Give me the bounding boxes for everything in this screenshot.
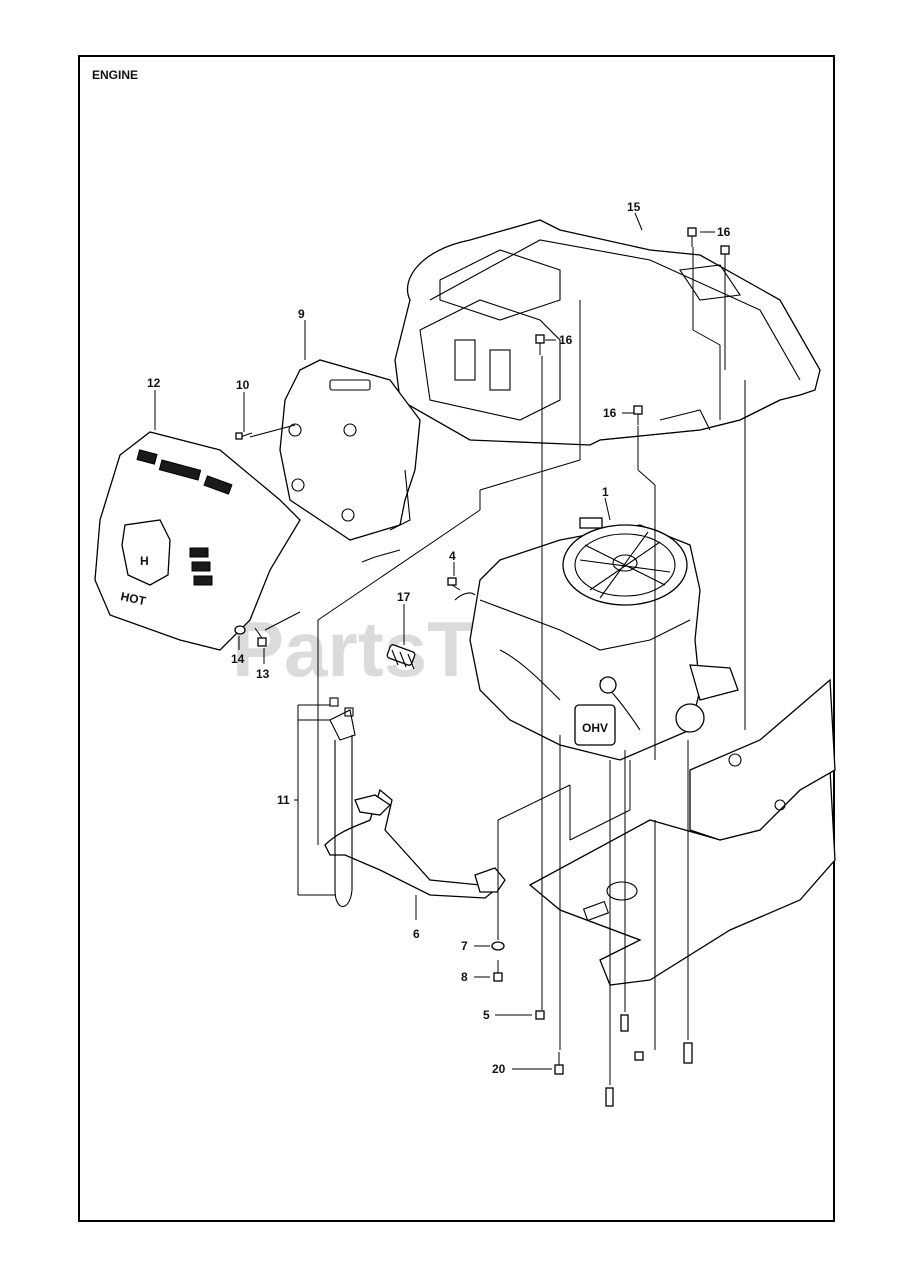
part-15-frame[interactable]: [394, 219, 821, 446]
callout-16: 16: [603, 406, 617, 420]
callout-11: 11: [277, 793, 290, 807]
hardware: [234, 227, 730, 1107]
callout-20: 20: [492, 1062, 506, 1076]
hood-text: HOT: [119, 589, 147, 608]
part-11-bracket[interactable]: [329, 697, 356, 908]
callout-5: 5: [483, 1008, 490, 1022]
part-8-bolt[interactable]: [493, 960, 503, 982]
callout-12: 12: [147, 376, 161, 390]
part-20-bolt[interactable]: [554, 1052, 564, 1075]
callouts: 15 16 16 16 1 9 12 10 4 17 14 13 11 6 7 …: [147, 200, 731, 1076]
hood-brand-mark: H: [140, 554, 149, 568]
callout-7: 7: [461, 939, 468, 953]
page-title: ENGINE: [92, 68, 139, 82]
callout-4: 4: [449, 549, 456, 563]
callout-14: 14: [231, 652, 245, 666]
callout-6: 6: [413, 927, 420, 941]
part-16-bolt-c[interactable]: [687, 227, 697, 247]
engine-badge: OHV: [582, 721, 608, 735]
callout-16: 16: [559, 333, 573, 347]
callout-13: 13: [256, 667, 270, 681]
callout-15: 15: [627, 200, 641, 214]
part-16-bolt-b[interactable]: [633, 405, 643, 425]
callout-1: 1: [602, 485, 609, 499]
diagram-frame: [78, 55, 835, 1222]
callout-17: 17: [397, 590, 411, 604]
part-1-engine[interactable]: OHV: [469, 517, 739, 761]
callout-8: 8: [461, 970, 468, 984]
callout-9: 9: [298, 307, 305, 321]
part-4-screw[interactable]: [447, 577, 461, 591]
callout-16: 16: [717, 225, 731, 239]
part-5-nut[interactable]: [535, 1010, 545, 1020]
part-9-shroud[interactable]: [279, 359, 421, 541]
leader-lines: [154, 212, 746, 1085]
part-7-washer[interactable]: [491, 941, 505, 951]
callout-10: 10: [236, 378, 250, 392]
part-14-washer[interactable]: [234, 625, 246, 635]
engine-deck-plate: [528, 678, 836, 986]
part-12-hood[interactable]: H HOT: [94, 431, 301, 651]
part-13-bolt[interactable]: [254, 627, 267, 647]
part-16-bolt-d[interactable]: [720, 245, 730, 265]
part-16-bolt-a[interactable]: [535, 334, 545, 355]
part-10-screw[interactable]: [235, 432, 253, 440]
part-17-fuel-filter[interactable]: [386, 644, 416, 670]
